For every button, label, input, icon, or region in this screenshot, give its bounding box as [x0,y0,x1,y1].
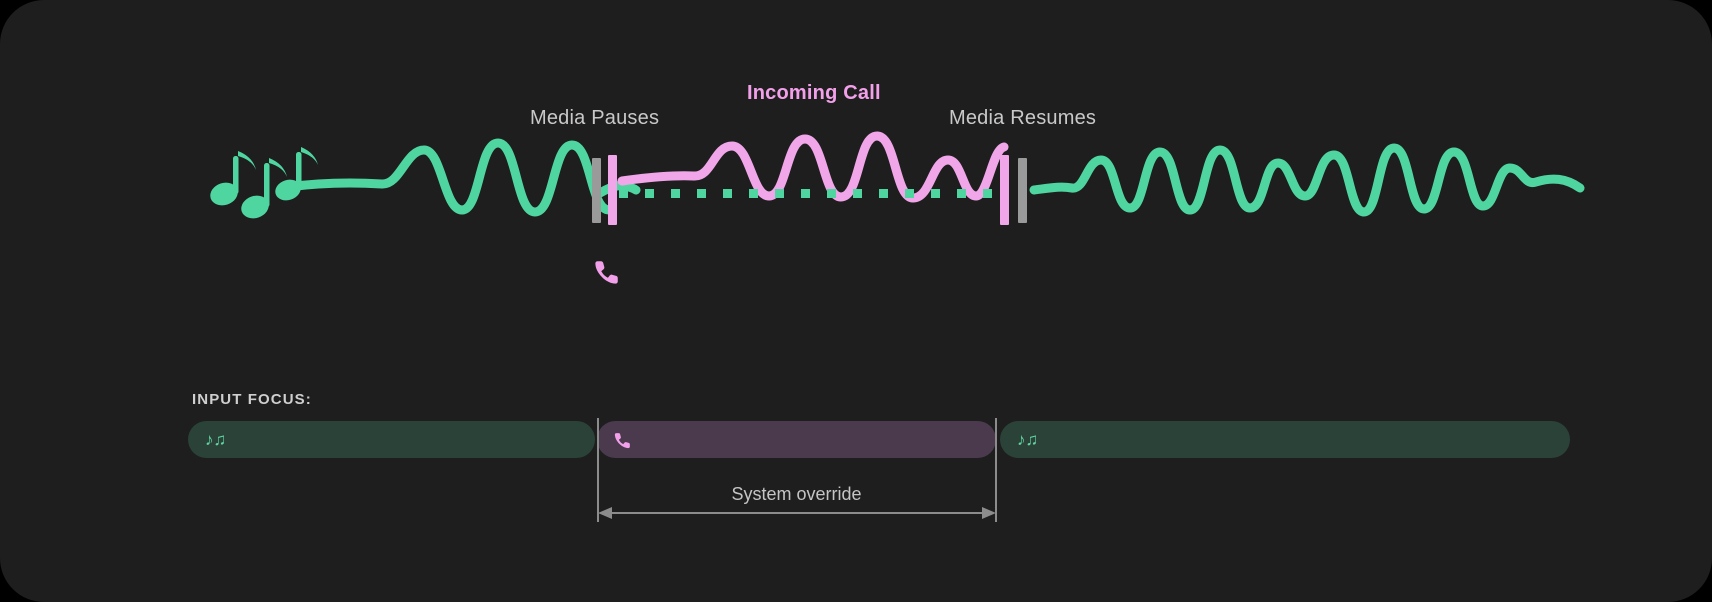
media-waveform-after [1029,143,1585,217]
focus-track-media-left[interactable]: ♪♫ [188,421,595,458]
media-waveform-before [283,138,614,217]
music-notes-icon: ♪♫ [1017,430,1039,449]
label-incoming-call: Incoming Call [747,82,881,104]
media-paused-dotted-line [619,189,992,198]
label-media-resumes: Media Resumes [949,107,1097,129]
override-arrow-svg [597,418,997,522]
music-notes-icon: ♪♫ [205,430,227,449]
focus-track-media-right[interactable]: ♪♫ [1000,421,1570,458]
phone-icon [595,261,618,284]
system-override-label: System override [731,484,862,504]
label-media-pauses: Media Pauses [530,107,660,129]
waveform-svg [210,131,1585,284]
media-waveform-before-tail [595,181,641,198]
focus-track-call[interactable] [597,421,996,458]
input-focus-title: INPUT FOCUS: [192,391,312,408]
pause-marker-bar-gray [592,158,601,223]
resume-marker-bar-gray [1018,158,1027,223]
system-override-bracket: System override [0,370,1712,602]
pause-marker-bar-pink [608,155,617,225]
timeline-region: Media Pauses Incoming Call Media Resumes [210,82,1585,284]
input-focus-section: INPUT FOCUS: ♪♫ ♪♫ System override [0,370,1712,602]
call-waveform [617,131,1009,203]
resume-marker-bar-pink [1000,155,1009,225]
music-notes-icon [210,147,318,219]
phone-icon [614,431,632,449]
